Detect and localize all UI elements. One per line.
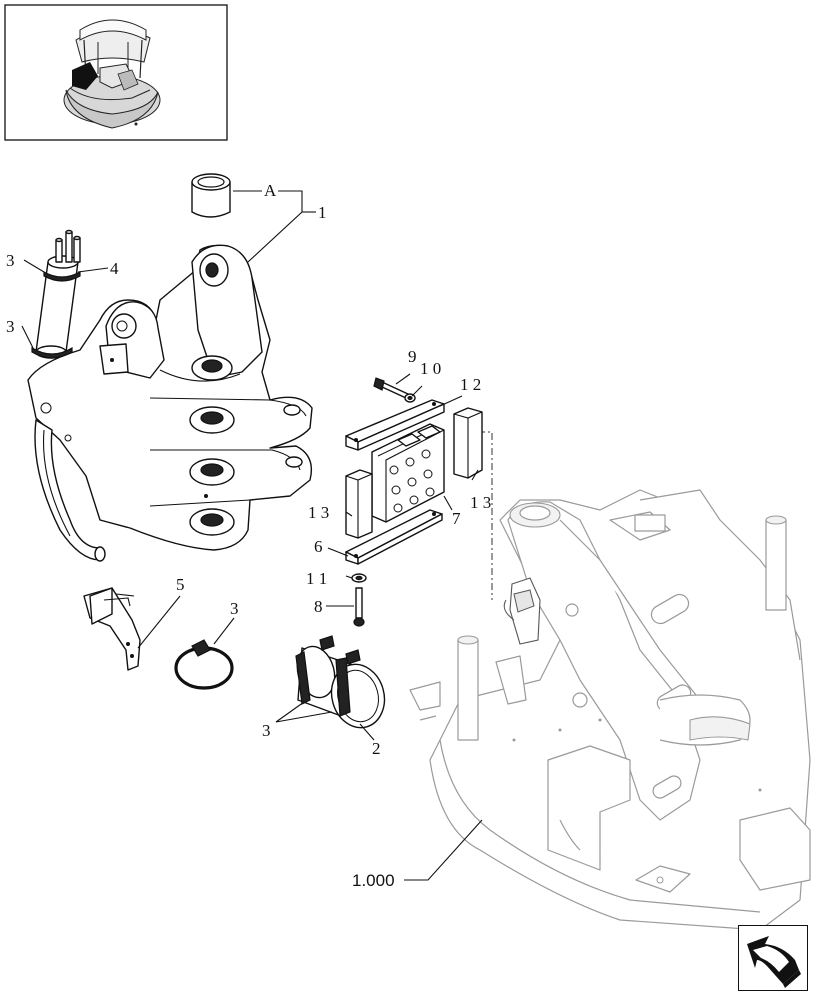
- label-part-2: 2: [372, 739, 381, 758]
- leader-lines: [21, 190, 483, 881]
- overview-thumbnail: [4, 4, 228, 141]
- label-part-3-upper: 3: [6, 251, 15, 270]
- label-part-6: 6: [314, 537, 323, 556]
- hose-clamp-3: [174, 639, 234, 690]
- label-part-12: 1 2: [460, 375, 481, 394]
- curved-arrow-icon: [747, 936, 801, 988]
- part-labels: A 1 3 4 3 9 1 0 1 2 1 3 1 3 7 6 1 1 8 5 …: [6, 181, 491, 890]
- washer-11: [351, 573, 367, 583]
- label-part-13-left: 1 3: [308, 503, 329, 522]
- label-part-8: 8: [314, 597, 323, 616]
- label-part-3-lower: 3: [6, 317, 15, 336]
- label-part-10: 1 0: [420, 359, 441, 378]
- bolt-8: [353, 587, 365, 627]
- label-part-11: 1 1: [306, 569, 327, 588]
- rubber-pad-7: [371, 423, 445, 523]
- bracket-5: [83, 587, 141, 671]
- hose-sleeve-2: [295, 635, 386, 729]
- plate-6: [345, 509, 443, 565]
- label-part-3-clamp: 3: [230, 599, 239, 618]
- label-part-9: 9: [408, 347, 417, 366]
- spacer-13-right: [453, 407, 483, 479]
- label-part-4: 4: [110, 259, 119, 278]
- label-part-3-sleeve: 3: [262, 721, 271, 740]
- label-ref-a: A: [264, 181, 277, 200]
- spacer-13-left: [345, 469, 373, 539]
- label-part-7: 7: [452, 509, 461, 528]
- bushing-a: [191, 173, 231, 218]
- label-part-5: 5: [176, 575, 185, 594]
- plate-12: [345, 399, 445, 451]
- bolt-9: [373, 377, 409, 399]
- label-assembly-ref: 1.000: [352, 871, 395, 890]
- upper-frame-assembly: [409, 431, 811, 931]
- label-part-1: 1: [318, 203, 327, 222]
- thumbnail-machine-image: [63, 19, 161, 129]
- hose-sleeve: [31, 229, 81, 359]
- swing-bracket: [27, 244, 313, 562]
- next-page-button[interactable]: [738, 925, 808, 991]
- label-part-13-right: 1 3: [470, 493, 491, 512]
